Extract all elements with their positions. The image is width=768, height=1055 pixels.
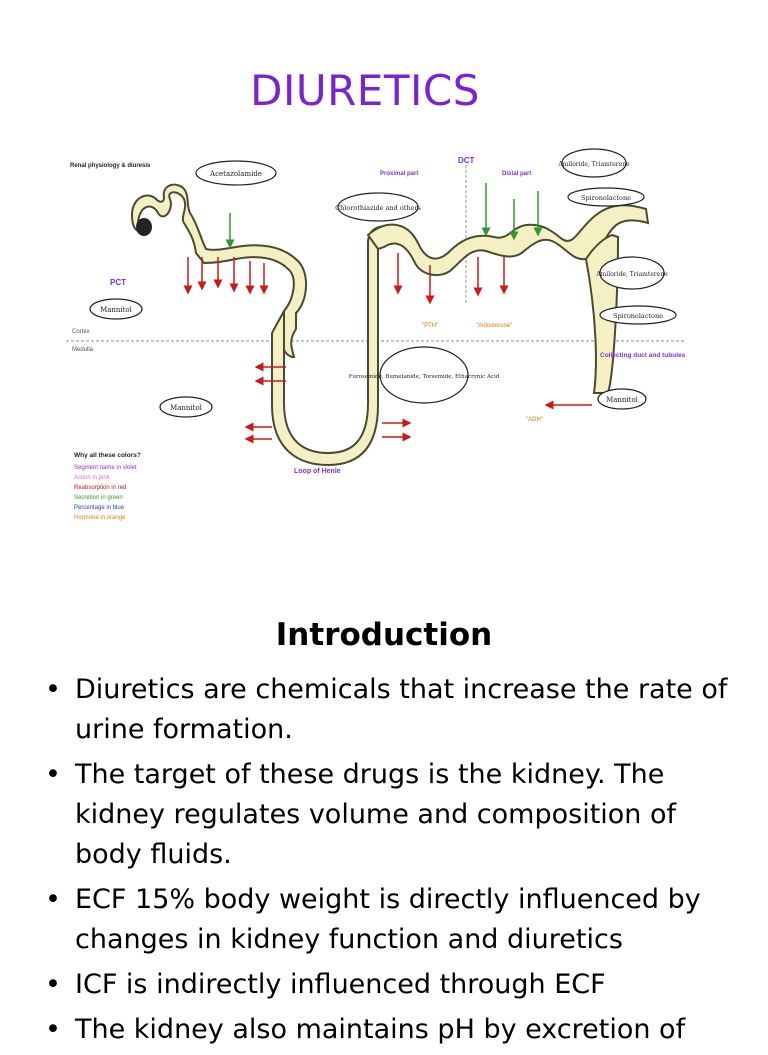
segment-distal: Distal part	[502, 171, 531, 177]
legend-item: Action in pink	[74, 475, 111, 481]
pct-tubule	[130, 183, 307, 358]
bullet-item: •ECF 15% body weight is directly influen…	[0, 880, 768, 960]
figure-header: Renal physiology & diuresis	[70, 163, 151, 169]
svg-text:Mannitol: Mannitol	[170, 404, 203, 412]
svg-text:Spironolactone: Spironolactone	[581, 194, 631, 202]
segment-proximal: Proximal part	[380, 171, 418, 177]
pct-arrows	[183, 257, 269, 295]
svg-text:Furosemide, Bumetanide, Torsem: Furosemide, Bumetanide, Torsemide, Ethac…	[349, 374, 500, 380]
svg-text:Acetazolamide: Acetazolamide	[209, 170, 262, 178]
drug-mannitol-left: Mannitol	[89, 298, 143, 320]
legend-item: Secretion in green	[74, 495, 123, 501]
hormone-aldosterone: "Aldosterone"	[476, 323, 512, 329]
distal-secretion-arrows	[481, 183, 543, 241]
legend-item: Hormone in orange	[74, 515, 126, 521]
svg-text:Mannitol: Mannitol	[606, 396, 639, 404]
legend-item: Reabsorption in red	[74, 485, 126, 491]
dct-tubule	[366, 204, 650, 277]
drug-spironolactone-top: Spironolactone	[567, 187, 645, 207]
legend-title: Why all these colors?	[74, 452, 141, 459]
svg-text:Spironolactone: Spironolactone	[613, 312, 663, 320]
legend-item: Segment name in violet	[74, 465, 137, 471]
section-heading: Introduction	[275, 617, 493, 653]
segment-pct: PCT	[110, 278, 126, 287]
bullet-list: •Diuretics are chemicals that increase t…	[0, 670, 768, 1055]
svg-text:Amiloride, Triamterene: Amiloride, Triamterene	[557, 161, 630, 168]
drug-furosemide: Furosemide, Bumetanide, Torsemide, Ethac…	[349, 346, 500, 404]
hormone-pth: "PTH"	[422, 323, 438, 329]
cortex-label: Cortex	[72, 329, 90, 335]
slide-title: DIURETICS	[250, 66, 480, 115]
drug-amiloride-top: Amiloride, Triamterene	[557, 148, 630, 178]
legend-item: Percentage in blue	[74, 505, 125, 511]
drug-spironolactone-right: Spironolactone	[599, 305, 677, 325]
drug-mannitol-right: Mannitol	[597, 388, 647, 410]
bullet-dot-icon: •	[45, 884, 61, 915]
bullet-item: •ICF is indirectly influenced through EC…	[0, 965, 768, 1005]
drug-acetazolamide: Acetazolamide	[195, 160, 277, 186]
bullet-dot-icon: •	[45, 674, 61, 705]
svg-text:Mannitol: Mannitol	[100, 306, 133, 314]
bullet-item: •The target of these drugs is the kidney…	[0, 755, 768, 875]
bullet-item: •Diuretics are chemicals that increase t…	[0, 670, 768, 750]
bullet-dot-icon: •	[45, 1014, 61, 1045]
segment-loop: Loop of Henle	[294, 468, 341, 475]
svg-text:Amiloride, Triamterene: Amiloride, Triamterene	[595, 271, 668, 278]
kidney-diuretics-diagram: Renal physiology & diuresis Cortex Medul…	[66, 148, 686, 521]
svg-text:Chlorothiazide and others: Chlorothiazide and others	[335, 204, 421, 212]
medulla-label: Medulla	[72, 347, 94, 353]
bullet-item: •The kidney also maintains pH by excreti…	[0, 1010, 768, 1050]
glomerulus-icon	[136, 218, 152, 236]
segment-collecting: Collecting duct and tubules	[600, 352, 686, 359]
bullet-dot-icon: •	[45, 759, 61, 790]
drug-mannitol-loop: Mannitol	[159, 396, 213, 418]
loop-arrows	[244, 362, 592, 444]
hormone-adh: "ADH"	[526, 417, 543, 423]
drug-chlorothiazide: Chlorothiazide and others	[335, 192, 421, 222]
segment-dct: DCT	[458, 156, 475, 165]
dct-arrows	[393, 253, 509, 305]
bullet-dot-icon: •	[45, 969, 61, 1000]
drug-amiloride-right: Amiloride, Triamterene	[595, 256, 668, 290]
